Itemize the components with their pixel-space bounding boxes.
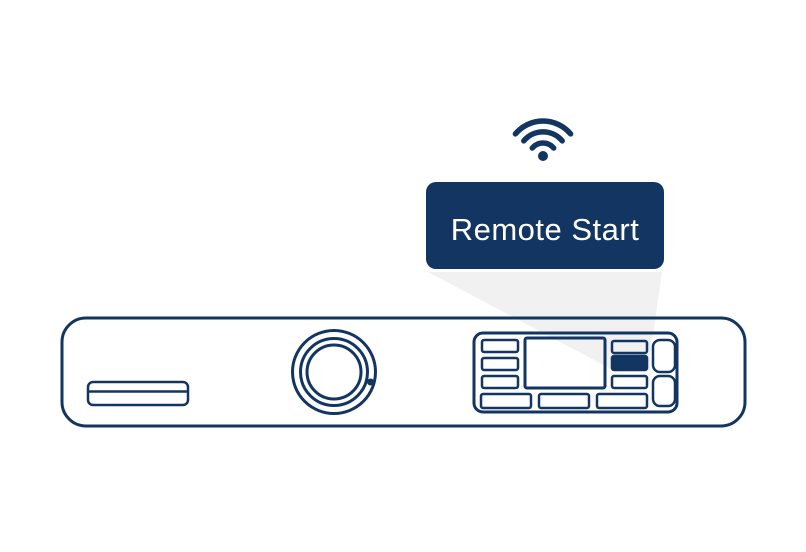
appliance-body [60, 316, 747, 428]
panel-button-wide-1 [479, 392, 533, 410]
panel-button-left-2 [480, 356, 520, 372]
program-dial-inner-ring [305, 343, 363, 401]
panel-button-wide-2 [537, 392, 591, 410]
panel-button-tall-1 [651, 338, 677, 374]
wifi-arc-outer [512, 118, 574, 137]
wifi-arc-middle [521, 129, 565, 144]
appliance-outlines [60, 316, 747, 428]
panel-button-left-1 [480, 338, 520, 354]
wifi-icon [512, 118, 574, 161]
remote-start-button-highlighted [610, 354, 649, 372]
dial-marker-dot [367, 378, 374, 386]
panel-button-wide-3 [595, 392, 649, 410]
remote-start-callout [426, 182, 664, 269]
remote-start-label: Remote Start [451, 212, 640, 247]
panel-button-mid-bottom [610, 374, 649, 390]
program-dial-outer-ring [291, 329, 377, 415]
wifi-arc-inner [529, 140, 557, 151]
control-panel [472, 331, 679, 414]
drawer-handle [86, 380, 190, 407]
panel-button-tall-2 [651, 374, 677, 408]
wifi-dot [538, 151, 548, 161]
panel-button-mid-top [610, 339, 649, 355]
panel-button-left-3 [480, 374, 520, 390]
display-screen [523, 336, 607, 390]
program-dial-middle-ring [299, 337, 369, 407]
